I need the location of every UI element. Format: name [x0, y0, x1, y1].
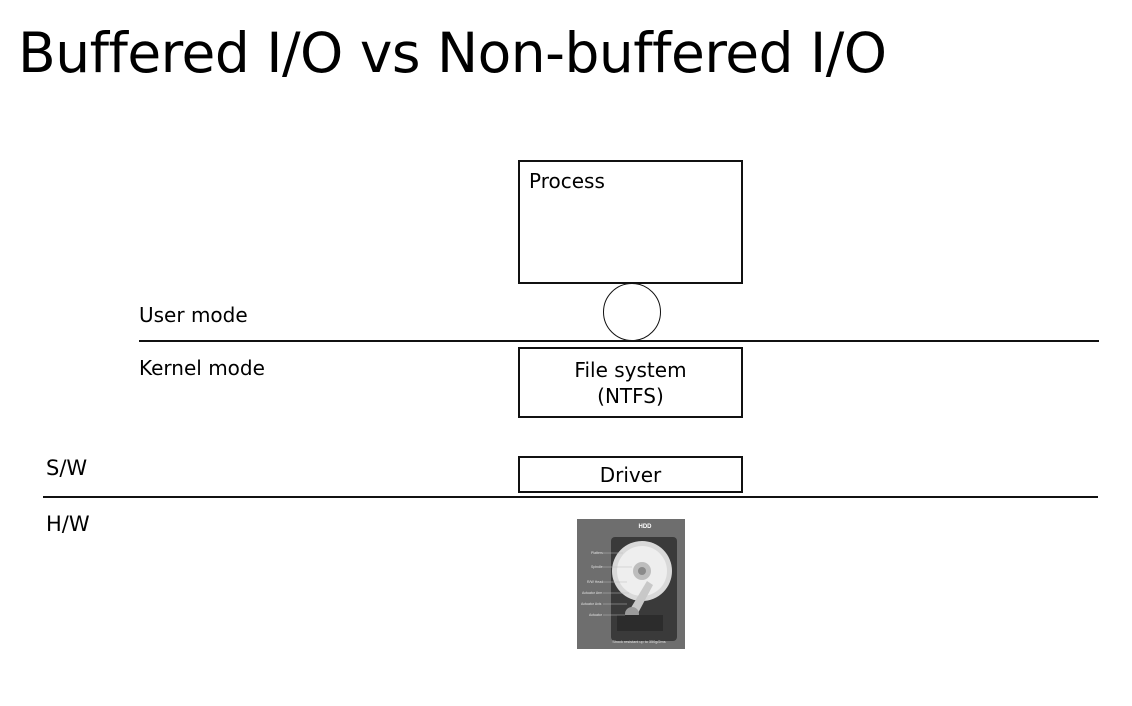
- hdd-callout: Spindle: [591, 565, 603, 569]
- process-label: Process: [529, 169, 605, 193]
- file-system-box: File system (NTFS): [518, 347, 743, 418]
- kernel-mode-label: Kernel mode: [139, 356, 265, 380]
- software-hardware-divider: [43, 496, 1098, 498]
- software-layer-label: S/W: [46, 456, 88, 480]
- user-kernel-divider: [139, 340, 1099, 342]
- hdd-callout: Actuator Arm: [582, 591, 602, 595]
- file-system-label: File system: [574, 358, 687, 382]
- hard-disk-drive-image: HDD Platters Spindle R/W Head Actuator A…: [577, 519, 685, 649]
- hard-disk-drive-icon: HDD Platters Spindle R/W Head Actuator A…: [577, 519, 685, 649]
- hardware-layer-label: H/W: [46, 512, 90, 536]
- page-title: Buffered I/O vs Non-buffered I/O: [18, 21, 887, 85]
- hdd-callout: Actuator Axis: [581, 602, 602, 606]
- process-box: Process: [518, 160, 743, 284]
- driver-box: Driver: [518, 456, 743, 493]
- driver-label: Driver: [599, 463, 662, 487]
- user-mode-label: User mode: [139, 303, 248, 327]
- hdd-callout: Actuator: [589, 613, 603, 617]
- file-system-type-label: (NTFS): [597, 384, 664, 408]
- hdd-callout: Platters: [591, 551, 603, 555]
- buffer-circle: [603, 283, 661, 341]
- hdd-callout: R/W Head: [587, 580, 603, 584]
- hdd-heading: HDD: [639, 524, 653, 530]
- hdd-footer: Shock resistant up to 350g/2ms: [612, 640, 665, 644]
